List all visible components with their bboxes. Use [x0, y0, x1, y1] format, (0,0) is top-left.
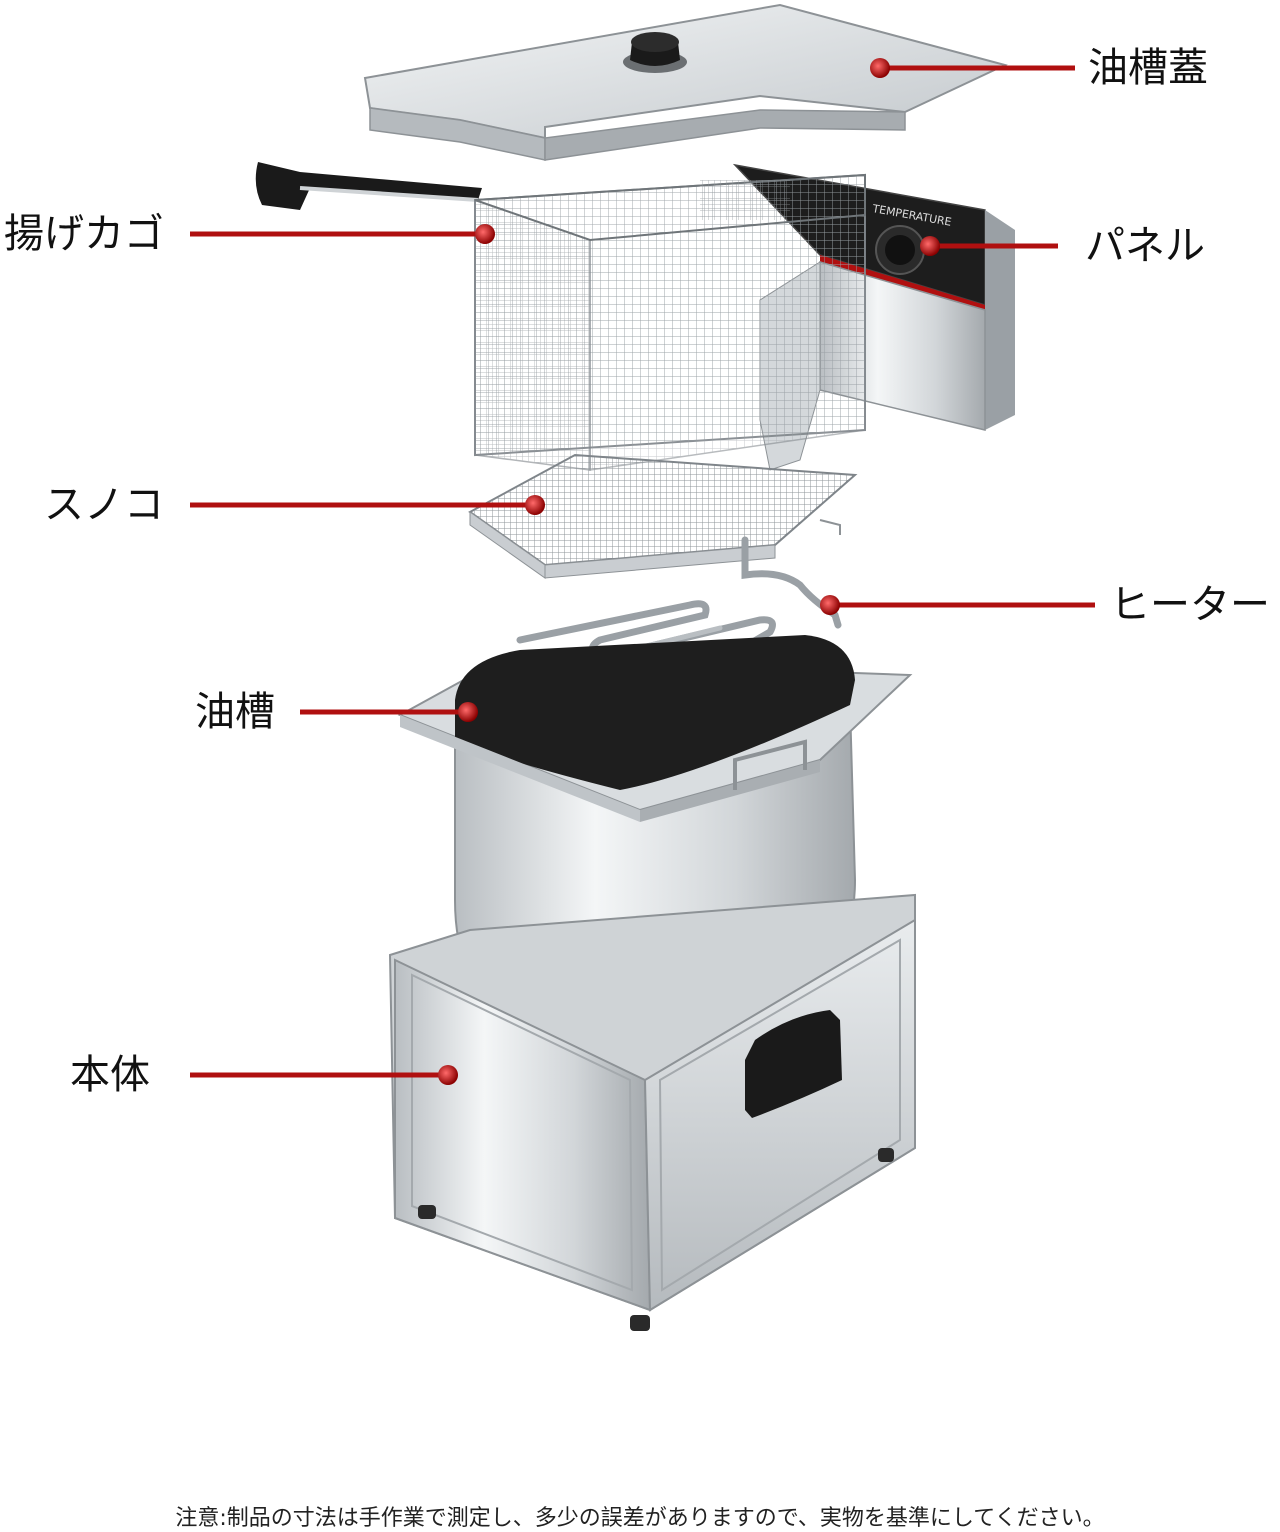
- label-body: 本体: [70, 1052, 150, 1098]
- oil-tank-lid: [363, 3, 1008, 161]
- label-lid: 油槽蓋: [1088, 45, 1208, 91]
- frying-basket: [255, 162, 866, 471]
- callout-tank: [300, 702, 478, 722]
- callout-body: [190, 1065, 458, 1085]
- label-basket: 揚げカゴ: [4, 211, 164, 257]
- callout-rack: [190, 495, 545, 515]
- basket-rack: [468, 453, 858, 579]
- label-rack: スノコ: [44, 482, 164, 528]
- measurement-note: 注意:制品の寸法は手作業で測定し、多少の誤差がありますので、実物を基準にしてくだ…: [175, 1506, 1105, 1531]
- label-tank: 油槽: [195, 689, 275, 735]
- callout-heater: [820, 595, 1095, 615]
- callout-basket: [190, 224, 495, 244]
- callout-lid: [870, 58, 1075, 78]
- callout-panel: [920, 236, 1058, 256]
- label-heater: ヒーター: [1110, 582, 1270, 628]
- fryer-body: [388, 893, 916, 1331]
- label-panel: パネル: [1085, 223, 1205, 269]
